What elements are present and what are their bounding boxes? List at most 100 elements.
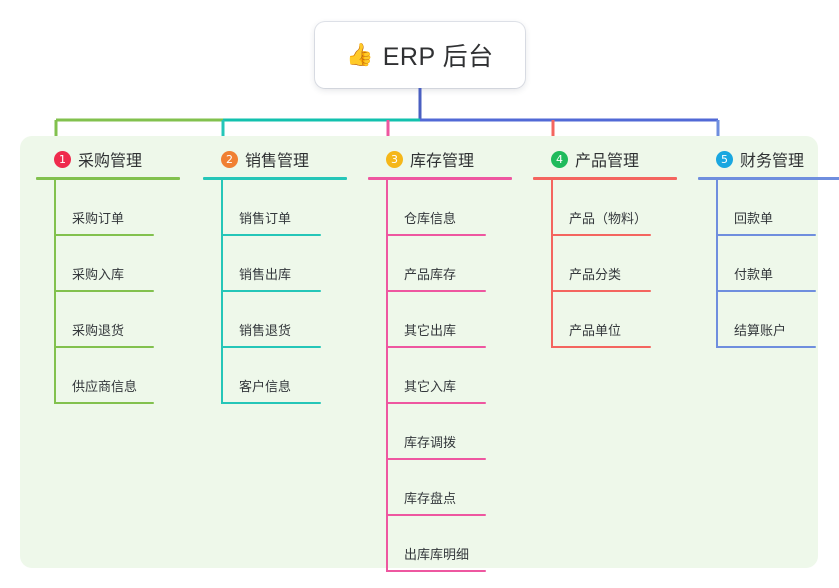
- branch-item[interactable]: 其它出库: [386, 292, 520, 348]
- branch-item-underline: [386, 514, 486, 516]
- branch-header-3[interactable]: 3 库存管理: [368, 146, 520, 172]
- branch-item[interactable]: 客户信息: [221, 348, 355, 404]
- branch-number-badge: 3: [386, 150, 403, 168]
- branch-items: 回款单付款单结算账户: [698, 180, 839, 348]
- branch-item[interactable]: 付款单: [716, 236, 839, 292]
- branch-item-label: 仓库信息: [404, 211, 457, 226]
- root-node-title: ERP 后台: [382, 43, 494, 71]
- branch-item[interactable]: 产品分类: [551, 236, 685, 292]
- root-node-card[interactable]: 👍 ERP 后台: [315, 22, 525, 88]
- branch-item-underline: [386, 402, 486, 404]
- branch-underline: [698, 177, 839, 180]
- branch-item[interactable]: 采购退货: [54, 292, 188, 348]
- branch-item-underline: [54, 290, 154, 292]
- branch-item-label: 供应商信息: [72, 379, 138, 394]
- branch-item-underline: [221, 346, 321, 348]
- branch-underline: [368, 177, 512, 180]
- branch-item-underline: [221, 234, 321, 236]
- branch-items: 产品（物料） 产品分类产品单位: [533, 180, 685, 348]
- branch-item-underline: [716, 234, 816, 236]
- branch-header-2[interactable]: 2 销售管理: [203, 146, 355, 172]
- branch-item-underline: [551, 346, 651, 348]
- branch-item-label: 采购订单: [72, 211, 125, 226]
- branch-item-label: 销售退货: [239, 323, 292, 338]
- branch-item-label: 采购退货: [72, 323, 125, 338]
- branch-label: 库存管理: [410, 153, 475, 170]
- branch-item-label: 其它入库: [404, 379, 457, 394]
- root-node-content: 👍 ERP 后台: [346, 37, 493, 73]
- branch-spine: [386, 180, 388, 572]
- branch-item-underline: [54, 402, 154, 404]
- branch-items: 销售订单销售出库销售退货客户信息: [203, 180, 355, 404]
- branch-item-label: 产品单位: [569, 323, 622, 338]
- branch-number-badge: 4: [551, 150, 568, 168]
- branch-item-label: 付款单: [734, 267, 774, 282]
- thumbs-up-icon: 👍: [346, 42, 374, 67]
- branch-items: 仓库信息产品库存其它出库其它入库库存调拨库存盘点出库库明细: [368, 180, 520, 572]
- branch-column-2[interactable]: 2 销售管理销售订单销售出库销售退货客户信息: [203, 146, 355, 404]
- branch-item-underline: [386, 458, 486, 460]
- branch-number-badge: 1: [54, 150, 71, 168]
- branch-item-label: 产品分类: [569, 267, 622, 282]
- branch-item[interactable]: 销售退货: [221, 292, 355, 348]
- branch-item[interactable]: 库存调拨: [386, 404, 520, 460]
- branch-item-underline: [386, 346, 486, 348]
- branch-item[interactable]: 库存盘点: [386, 460, 520, 516]
- branch-label: 产品管理: [575, 153, 640, 170]
- branch-item[interactable]: 采购入库: [54, 236, 188, 292]
- branch-item[interactable]: 采购订单: [54, 180, 188, 236]
- branch-item-underline: [54, 234, 154, 236]
- branch-label: 财务管理: [740, 153, 805, 170]
- branch-item[interactable]: 销售出库: [221, 236, 355, 292]
- branch-spine: [221, 180, 223, 404]
- branch-underline: [203, 177, 347, 180]
- branch-column-3[interactable]: 3 库存管理仓库信息产品库存其它出库其它入库库存调拨库存盘点出库库明细: [368, 146, 520, 572]
- branch-number-badge: 5: [716, 150, 733, 168]
- branches-panel: [20, 136, 818, 568]
- branch-item[interactable]: 结算账户: [716, 292, 839, 348]
- branch-item[interactable]: 出库库明细: [386, 516, 520, 572]
- branch-item-label: 产品库存: [404, 267, 457, 282]
- branch-item-underline: [386, 290, 486, 292]
- branch-spine: [54, 180, 56, 404]
- branch-item-underline: [221, 402, 321, 404]
- branch-column-5[interactable]: 5 财务管理回款单付款单结算账户: [698, 146, 839, 348]
- branch-item[interactable]: 回款单: [716, 180, 839, 236]
- branch-item-underline: [551, 234, 651, 236]
- branch-item-underline: [716, 290, 816, 292]
- branch-item-underline: [54, 346, 154, 348]
- branch-item-label: 采购入库: [72, 267, 125, 282]
- branch-label: 销售管理: [245, 153, 310, 170]
- branch-item-underline: [221, 290, 321, 292]
- branch-number-badge: 2: [221, 150, 238, 168]
- branch-header-5[interactable]: 5 财务管理: [698, 146, 839, 172]
- branch-column-4[interactable]: 4 产品管理产品（物料） 产品分类产品单位: [533, 146, 685, 348]
- branch-item[interactable]: 产品（物料）: [551, 180, 685, 236]
- branch-spine: [551, 180, 553, 348]
- branch-item[interactable]: 其它入库: [386, 348, 520, 404]
- branch-item-label: 销售订单: [239, 211, 292, 226]
- branch-item-label: 出库库明细: [404, 547, 470, 562]
- branch-item-label: 结算账户: [734, 323, 787, 338]
- branch-item[interactable]: 销售订单: [221, 180, 355, 236]
- branch-items: 采购订单采购入库采购退货供应商信息: [36, 180, 188, 404]
- branch-item-label: 产品（物料）: [569, 211, 648, 226]
- branch-item-label: 库存调拨: [404, 435, 457, 450]
- branch-item-underline: [551, 290, 651, 292]
- branch-item[interactable]: 仓库信息: [386, 180, 520, 236]
- branch-item-label: 库存盘点: [404, 491, 457, 506]
- branch-header-4[interactable]: 4 产品管理: [533, 146, 685, 172]
- branch-item-underline: [386, 234, 486, 236]
- branch-item[interactable]: 产品单位: [551, 292, 685, 348]
- branch-spine: [716, 180, 718, 348]
- branch-item-label: 回款单: [734, 211, 774, 226]
- branch-underline: [533, 177, 677, 180]
- branch-item-label: 销售出库: [239, 267, 292, 282]
- branch-item[interactable]: 产品库存: [386, 236, 520, 292]
- branch-item[interactable]: 供应商信息: [54, 348, 188, 404]
- branch-item-label: 客户信息: [239, 379, 292, 394]
- branch-item-underline: [716, 346, 816, 348]
